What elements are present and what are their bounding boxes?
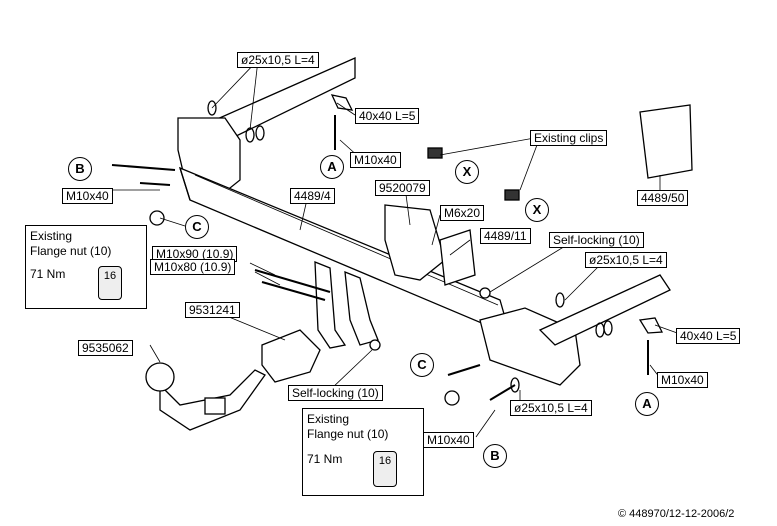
ball-label: 9535062: [78, 340, 133, 356]
cover-cap: [639, 104, 693, 179]
m10x80-label: M10x80 (10.9): [150, 259, 236, 275]
callout-a-top: A: [320, 155, 344, 179]
nut-size: 16: [378, 455, 392, 467]
callout-a-right: A: [635, 392, 659, 416]
washer-label-top: ø25x10,5 L=4: [237, 52, 319, 68]
copyright-text: © 448970/12-12-2006/2: [618, 508, 735, 520]
center-bracket: [384, 204, 446, 281]
selflock-label-right: Self-locking (10): [549, 232, 644, 248]
bolt-label-b-bottom: M10x40: [423, 432, 474, 448]
flange-nut-box-bottom: Existing Flange nut (10) 71 Nm 16: [302, 408, 424, 496]
nut-box-line1: Existing: [30, 229, 73, 243]
bolt-label-a-right: M10x40: [657, 372, 708, 388]
callout-c-bottom: C: [410, 353, 434, 377]
callout-x-1: X: [455, 160, 479, 184]
bolt-label-b-left: M10x40: [62, 188, 113, 204]
washer-label-right: ø25x10,5 L=4: [585, 252, 667, 268]
plate-4489-11-label: 4489/11: [480, 228, 531, 244]
washer-label-bottom: ø25x10,5 L=4: [510, 400, 592, 416]
socket-wrench-icon: 16: [98, 266, 122, 300]
bracket-label: 9520079: [375, 180, 430, 196]
drop-plate-left: [314, 261, 347, 349]
nut-size: 16: [103, 270, 117, 282]
callout-b-bottom: B: [483, 444, 507, 468]
selflock-label-bottom: Self-locking (10): [288, 385, 383, 401]
crossbar-label: 4489/4: [290, 188, 335, 204]
plate-label-top: 40x40 L=5: [355, 108, 420, 124]
drop-plate-right: [344, 270, 379, 346]
plate-label-right: 40x40 L=5: [676, 328, 741, 344]
bolt-label-a-top: M10x40: [350, 152, 401, 168]
m6-label: M6x20: [440, 205, 485, 221]
callout-x-2: X: [525, 198, 549, 222]
socket-label: 9531241: [185, 302, 240, 318]
right-chassis-rail: [538, 274, 671, 346]
clips-label: Existing clips: [530, 130, 608, 146]
cover-label: 4489/50: [637, 190, 689, 206]
socket-body: [261, 329, 321, 383]
callout-c-left: C: [185, 215, 209, 239]
towball: [145, 362, 175, 392]
callout-b-left: B: [68, 157, 92, 181]
nut-box-line1: Existing: [307, 412, 350, 426]
nut-box-line2: Flange nut (10): [307, 427, 389, 441]
socket-wrench-icon: 16: [373, 451, 397, 487]
nut-torque: 71 Nm: [307, 452, 343, 466]
flange-nut-box-left: Existing Flange nut (10) 71 Nm 16: [25, 225, 147, 309]
nut-box-line2: Flange nut (10): [30, 244, 112, 258]
nut-torque: 71 Nm: [30, 267, 66, 281]
